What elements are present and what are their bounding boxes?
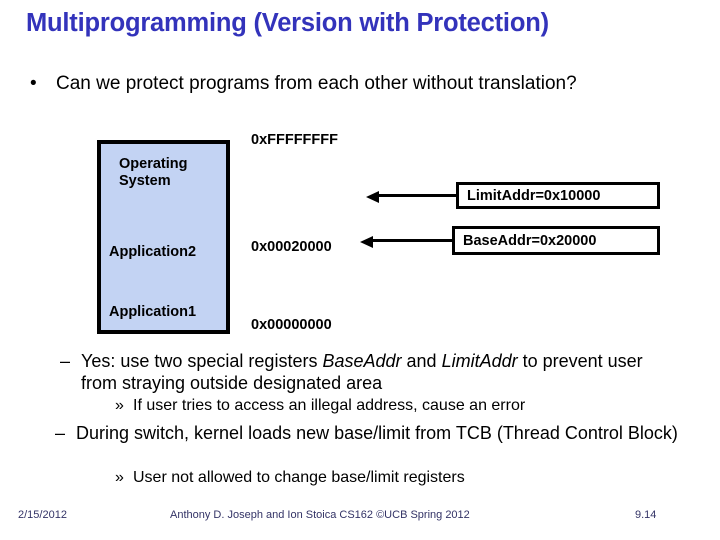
yes-suffix: to prevent user from straying outside de…: [81, 351, 643, 393]
sub-bullet-illegal-address-text: If user tries to access an illegal addre…: [133, 397, 526, 414]
sub-bullet-during-switch-text: During switch, kernel loads new base/lim…: [76, 423, 678, 443]
guillemet-marker-icon-2: »: [115, 469, 124, 486]
main-bullet-text: Can we protect programs from each other …: [56, 73, 577, 94]
memory-region-application2: Application2: [109, 244, 197, 260]
base-addr-callout: BaseAddr=0x20000: [452, 226, 660, 255]
sub-bullet-user-not-allowed: » User not allowed to change base/limit …: [115, 468, 695, 488]
limit-arrow-line: [379, 194, 457, 197]
sub-bullet-during-switch: – During switch, kernel loads new base/l…: [55, 422, 685, 444]
yes-prefix: Yes: use two special registers: [81, 351, 323, 371]
sub-bullet-yes: – Yes: use two special registers BaseAdd…: [60, 350, 680, 394]
address-label-bottom: 0x00000000: [251, 317, 332, 333]
sub-bullet-user-not-allowed-text: User not allowed to change base/limit re…: [133, 469, 465, 486]
limit-addr-callout: LimitAddr=0x10000: [456, 182, 660, 209]
base-arrow-head-icon: [360, 236, 373, 248]
memory-diagram-box: Operating System Application2 Applicatio…: [97, 140, 230, 334]
footer-attribution: Anthony D. Joseph and Ion Stoica CS162 ©…: [170, 509, 470, 521]
dash-marker-icon-2: –: [55, 423, 66, 443]
memory-region-application1: Application1: [109, 304, 197, 320]
address-label-middle: 0x00020000: [251, 239, 332, 255]
yes-mid: and: [401, 351, 442, 371]
main-bullet: • Can we protect programs from each othe…: [24, 72, 624, 95]
base-arrow-line: [373, 239, 453, 242]
limit-arrow-head-icon: [366, 191, 379, 203]
sub-bullet-yes-text: Yes: use two special registers BaseAddr …: [81, 350, 680, 394]
memory-region-operating-system: Operating System: [119, 156, 187, 190]
address-label-top: 0xFFFFFFFF: [251, 132, 338, 148]
sub-bullet-illegal-address: » If user tries to access an illegal add…: [115, 396, 695, 416]
footer-date: 2/15/2012: [18, 509, 67, 521]
dash-marker-icon: –: [60, 351, 71, 371]
guillemet-marker-icon: »: [115, 397, 124, 414]
register-name-base: BaseAddr: [322, 351, 402, 371]
footer-page-number: 9.14: [635, 509, 657, 521]
bullet-marker-icon: •: [30, 73, 37, 94]
footer-divider: [0, 502, 720, 503]
register-name-limit: LimitAddr: [441, 351, 518, 371]
page-title: Multiprogramming (Version with Protectio…: [26, 9, 549, 37]
memory-region-os-line1: Operating: [119, 156, 188, 172]
memory-region-os-line2: System: [119, 173, 171, 189]
